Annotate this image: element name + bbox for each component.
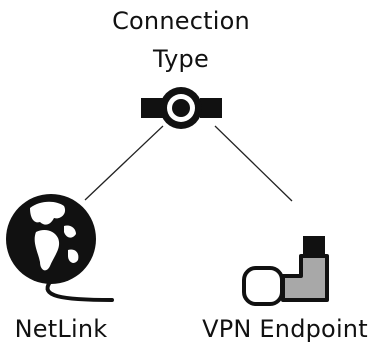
plug-adapter-icon	[242, 236, 329, 306]
root-node-title-line-1: Connection	[112, 7, 250, 35]
edge-root-to-netlink	[84, 125, 164, 201]
child-node-label-netlink: NetLink	[14, 315, 108, 343]
globe-cable-icon	[6, 194, 114, 302]
child-node-label-vpn-endpoint: VPN Endpoint	[202, 315, 368, 343]
root-node-title-line-2: Type	[153, 45, 209, 73]
pipe-connector-icon	[141, 87, 222, 129]
edge-root-to-vpn	[214, 125, 293, 202]
